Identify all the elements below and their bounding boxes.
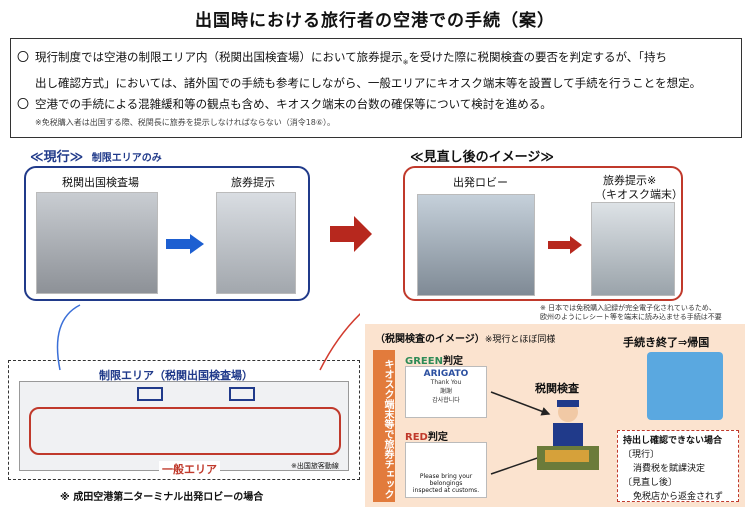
floor-plan — [19, 381, 349, 471]
customs-heading: （税関検査のイメージ）※現行とほぼ同様 — [375, 334, 556, 345]
bullet-mark: 〇 — [17, 50, 30, 64]
arrow-right-icon — [548, 236, 582, 254]
green-card: ARIGATO Thank You 謝謝 감사합니다 — [405, 366, 487, 418]
flow-lines — [56, 304, 360, 371]
intro-bullet-1: 〇現行制度では空港の制限エリア内（税関出国検査場）において旅券提示※を受けた際に… — [11, 47, 741, 73]
red-card: Please bring your belongings inspected a… — [405, 442, 487, 498]
customs-panel: （税関検査のイメージ）※現行とほぼ同様 キオスク端末等で旅券チェック GREEN… — [365, 324, 745, 507]
intro-bullet-1-cont: 出し確認方式」においては、諸外国での手続も参考にしながら、一般エリアにキオスク端… — [35, 76, 702, 91]
photo-label-inspection: 税関出国検査場 — [62, 176, 139, 189]
future-heading: ≪見直し後のイメージ≫ — [410, 150, 554, 165]
kiosk-side-label: キオスク端末等で旅券チェック — [373, 350, 395, 502]
terminal-map: 制限エリア（税関出国検査場） 一般エリア ※出国旅客動線 — [8, 360, 360, 480]
intro-bullet-2: 〇空港での手続による混雑緩和等の観点も含め、キオスク端末の台数の確保等について検… — [11, 94, 741, 115]
bullet-mark: 〇 — [17, 97, 30, 112]
map-zone-restricted-label: 制限エリア（税関出国検査場） — [99, 369, 253, 382]
kiosk-terminal-photo — [591, 202, 675, 296]
map-caption: ※ 成田空港第二ターミナル出発ロビーの場合 — [60, 492, 264, 503]
map-legend: ※出国旅客動線 — [291, 462, 339, 470]
current-box: 税関出国検査場 旅券提示 — [24, 166, 310, 301]
intro-box: 〇現行制度では空港の制限エリア内（税関出国検査場）において旅券提示※を受けた際に… — [10, 38, 742, 138]
fail-box: 持出し確認できない場合 〔現行〕 消費税を賦課決定 〔見直し後〕 免税店から返金… — [617, 430, 739, 502]
intro-note: ※免税購入者は出国する際、税関長に旅券を提示しなければならない（消令18⑥）。 — [35, 118, 336, 128]
inspection-label: 税関検査 — [535, 382, 579, 395]
green-label: GREEN判定 — [405, 356, 463, 367]
photo-label-kiosk-sub: （キオスク端末） — [595, 188, 683, 201]
photo-label-passport: 旅券提示 — [231, 176, 275, 189]
general-area-outline — [29, 407, 341, 455]
customs-officer-icon — [537, 400, 599, 470]
map-zone-general-label: 一般エリア — [159, 461, 220, 477]
inspection-marker-2 — [229, 387, 255, 401]
photo-label-lobby: 出発ロビー — [453, 176, 508, 189]
future-box: 出発ロビー 旅券提示※ （キオスク端末） — [403, 166, 683, 301]
transition-arrow-icon — [330, 216, 372, 252]
end-label: 手続き終了⇒帰国 — [623, 336, 710, 349]
red-label: RED判定 — [405, 432, 448, 443]
inspection-area-photo — [36, 192, 158, 294]
photo-label-kiosk: 旅券提示※ — [603, 174, 657, 187]
arrow-right-icon — [166, 234, 204, 254]
inspection-marker-1 — [137, 387, 163, 401]
page-title: 出国時における旅行者の空港での手続（案） — [195, 11, 555, 31]
future-note: ※ 日本では免税購入記録が完全電子化されているため、 欧州のようにレシート等を端… — [540, 304, 722, 321]
current-heading: ≪現行≫ 制限エリアのみ — [30, 150, 162, 165]
passport-desk-photo — [216, 192, 296, 294]
airplane-icon — [647, 352, 723, 420]
departure-lobby-photo — [417, 194, 535, 296]
